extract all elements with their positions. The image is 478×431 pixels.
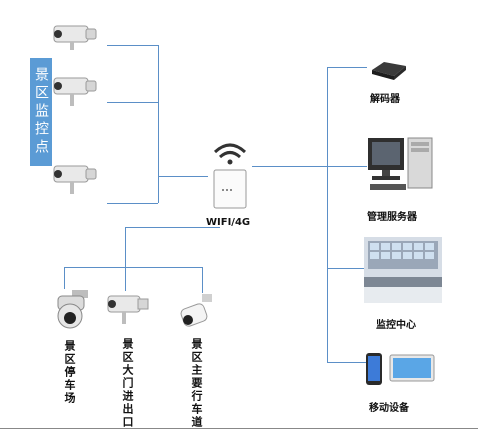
wifi-router-icon (213, 143, 247, 209)
decoder-icon (372, 62, 406, 80)
bullet-camera-icon (53, 25, 97, 50)
dome-camera-icon (57, 290, 88, 329)
connector-line (107, 102, 158, 103)
camera-label: 景区主要行车道 (190, 338, 203, 429)
connector-line (64, 267, 65, 289)
connector-line (327, 166, 367, 167)
connector-line (327, 67, 367, 68)
router-label: WIFI/4G (206, 217, 251, 228)
connector-line (125, 227, 220, 228)
connector-line (107, 203, 158, 204)
device-label: 解码器 (370, 94, 400, 105)
bottom-divider (0, 428, 478, 429)
bullet-camera-white-icon (180, 294, 212, 327)
connector-line (202, 267, 203, 293)
connector-line (327, 362, 367, 363)
bullet-camera-icon (53, 77, 97, 106)
monitoring-center-icon (364, 237, 442, 303)
device-label: 监控中心 (376, 320, 416, 331)
connector-line (125, 227, 126, 267)
mobile-devices-icon (366, 353, 435, 385)
connector-line (158, 45, 159, 203)
connector-line (64, 267, 202, 268)
device-label: 管理服务器 (367, 212, 417, 223)
connector-line (125, 267, 126, 291)
connector-line (252, 166, 327, 167)
camera-label: 景区大门进出口 (121, 338, 134, 429)
camera-label: 景区停车场 (63, 340, 76, 405)
sidebar-label: 景区监控点 (30, 58, 52, 166)
device-label: 移动设备 (369, 403, 409, 414)
connector-line (327, 67, 328, 363)
bullet-camera-icon (107, 295, 149, 324)
connector-line (158, 176, 208, 177)
connector-line (327, 268, 367, 269)
server-icon (368, 137, 433, 190)
connector-line (107, 45, 158, 46)
bullet-camera-icon (53, 165, 97, 194)
